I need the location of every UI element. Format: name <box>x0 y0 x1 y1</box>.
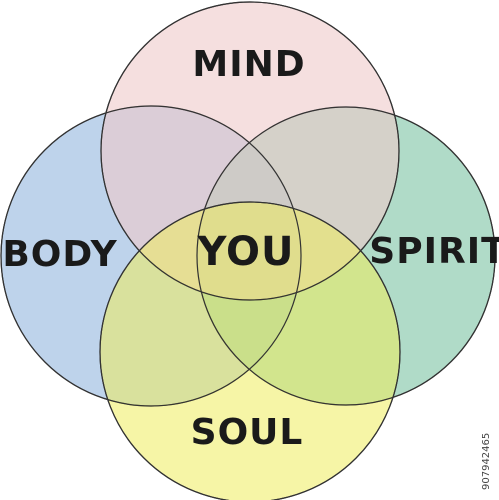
center-label: YOU <box>196 229 294 275</box>
stock-id-watermark: 907942465 <box>480 360 494 490</box>
mind-label: MIND <box>192 44 305 85</box>
stock-id-text: 907942465 <box>481 432 492 490</box>
soul-label: SOUL <box>191 412 304 453</box>
body-label: BODY <box>2 234 117 275</box>
spirit-label: SPIRIT <box>369 231 499 272</box>
